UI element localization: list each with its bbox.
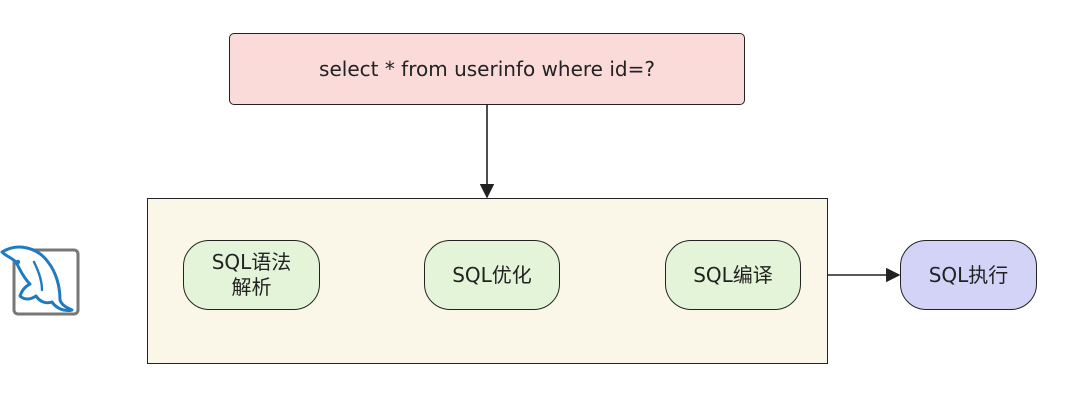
stage-optimize-label: SQL优化 — [452, 262, 532, 287]
query-text: select * from userinfo where id=? — [319, 57, 655, 81]
stage-parse-line1: SQL语法 — [211, 250, 292, 274]
stage-compile-label: SQL编译 — [693, 262, 773, 287]
stage-sql-optimize: SQL优化 — [424, 240, 560, 310]
query-box: select * from userinfo where id=? — [229, 33, 745, 105]
stage-sql-parse: SQL语法 解析 — [183, 240, 320, 310]
stage-execute-label: SQL执行 — [928, 262, 1009, 287]
stage-sql-execute: SQL执行 — [900, 240, 1037, 310]
mysql-dolphin-icon — [0, 245, 80, 316]
stage-sql-compile: SQL编译 — [665, 240, 801, 310]
stage-parse-line2: 解析 — [231, 275, 272, 299]
